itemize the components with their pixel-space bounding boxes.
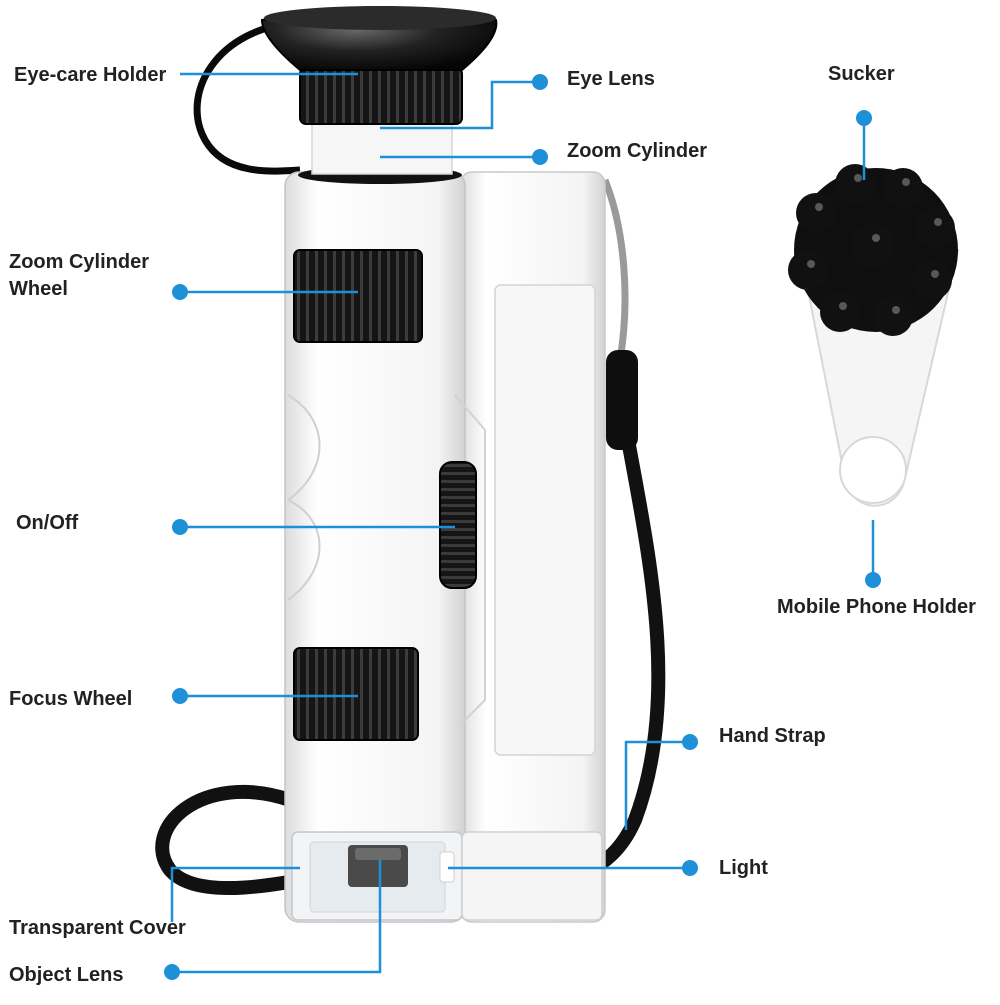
label-on-off: On/Off (16, 512, 79, 534)
callout-lines (170, 72, 875, 974)
label-sucker: Sucker (828, 63, 895, 85)
label-eye-lens: Eye Lens (567, 68, 655, 90)
label-light: Light (719, 857, 768, 879)
label-zoom-cylinder-wheel-line2: Wheel (9, 278, 68, 300)
label-mobile-phone-holder: Mobile Phone Holder (777, 596, 976, 618)
label-transparent-cover: Transparent Cover (9, 917, 186, 939)
label-zoom-cylinder: Zoom Cylinder (567, 140, 707, 162)
phone-holder (788, 164, 960, 507)
label-hand-strap: Hand Strap (719, 725, 826, 747)
callout-dots (164, 74, 881, 980)
label-eye-care-holder: Eye-care Holder (14, 64, 167, 86)
zoom-cylinder-wheel (293, 249, 423, 343)
label-zoom-cylinder-wheel-line1: Zoom Cylinder (9, 251, 149, 273)
label-focus-wheel: Focus Wheel (9, 688, 132, 710)
eye-lens (299, 67, 463, 125)
eye-care-holder-cord (193, 18, 301, 175)
focus-wheel (293, 647, 419, 741)
microscope (260, 6, 606, 923)
suction-cups (788, 164, 958, 336)
on-off-switch (439, 461, 477, 589)
label-object-lens: Object Lens (9, 964, 123, 986)
zoom-cylinder (311, 121, 453, 175)
strap-slider (606, 350, 638, 450)
